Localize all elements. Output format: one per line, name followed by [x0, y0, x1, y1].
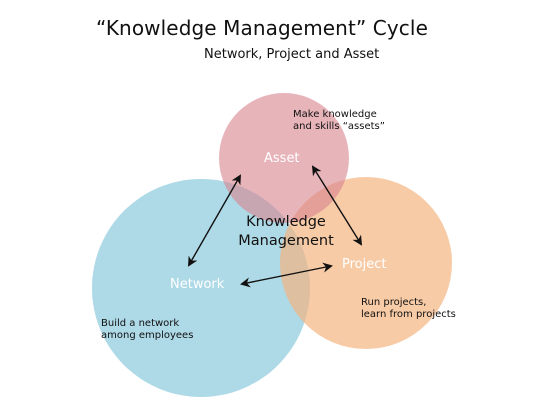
- page-subtitle: Network, Project and Asset: [204, 47, 380, 62]
- network-note-line2: among employees: [101, 330, 194, 341]
- network-circle: [92, 179, 310, 397]
- network-note-line1: Build a network: [101, 318, 180, 329]
- network-note: Build a network among employees: [101, 318, 193, 342]
- center-label-line1: Knowledge: [246, 214, 326, 230]
- page-title: “Knowledge Management” Cycle: [96, 16, 428, 40]
- project-note: Run projects, learn from projects: [361, 297, 456, 321]
- center-label: Knowledge Management: [230, 213, 342, 251]
- network-project-arrow: [240, 262, 333, 288]
- asset-project-arrow: [311, 165, 363, 246]
- project-note-line2: learn from projects: [361, 309, 456, 320]
- network-asset-arrow: [188, 174, 241, 267]
- project-note-line1: Run projects,: [361, 297, 427, 308]
- asset-note: Make knowledge and skills “assets”: [293, 109, 385, 133]
- asset-note-line1: Make knowledge: [293, 109, 377, 120]
- network-label: Network: [170, 277, 225, 292]
- center-label-line2: Management: [238, 233, 334, 249]
- asset-label: Asset: [264, 151, 300, 166]
- asset-note-line2: and skills “assets”: [293, 121, 385, 132]
- project-label: Project: [342, 257, 387, 272]
